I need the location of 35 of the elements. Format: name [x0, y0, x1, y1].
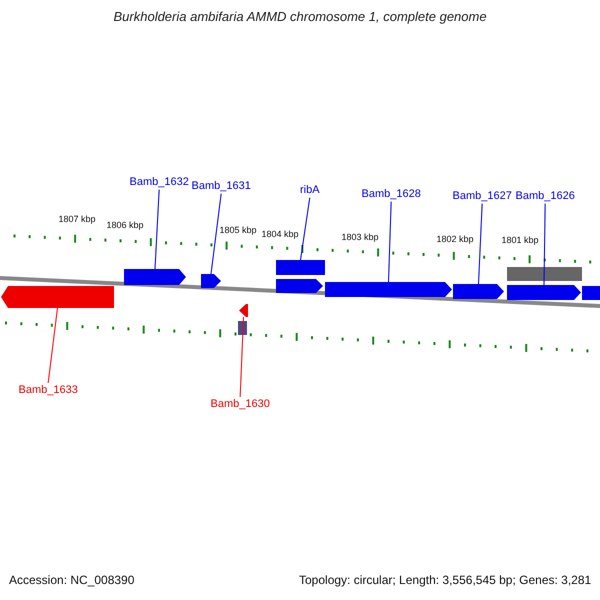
- tick-label: 1802 kbp: [436, 234, 474, 244]
- tick-label: 1807 kbp: [58, 214, 96, 224]
- tick-label: 1804 kbp: [262, 229, 299, 240]
- gene-feature: [453, 284, 504, 299]
- gene-label: Bamb_1631: [192, 180, 251, 193]
- gene-label: ribA: [300, 184, 320, 197]
- tick-label: 1806 kbp: [106, 220, 144, 230]
- gene-label: Bamb_1627: [452, 190, 512, 203]
- gene-label: Bamb_1633: [18, 384, 78, 397]
- leader-line: [388, 201, 392, 282]
- gene-label: Bamb_1632: [130, 176, 189, 189]
- genome-info-text: Topology: circular; Length: 3,556,545 bp; Genes: 3,281: [299, 574, 592, 588]
- leader-line: [210, 193, 222, 274]
- gene-feature: [239, 304, 248, 317]
- tick-label: 1805 kbp: [220, 225, 257, 236]
- gene-feature: [507, 285, 581, 300]
- gene-feature: [124, 269, 186, 285]
- tick-label: 1801 kbp: [502, 235, 539, 246]
- gene-feature: [582, 286, 600, 300]
- leader-line: [478, 203, 483, 284]
- gene-block: [276, 260, 325, 275]
- leader-line: [48, 308, 58, 384]
- gene-block: [507, 267, 582, 281]
- gene-label: Bamb_1628: [362, 188, 421, 201]
- leader-line: [300, 197, 310, 260]
- tick-label: 1803 kbp: [342, 232, 379, 242]
- accession-text: Accession: NC_008390: [9, 574, 134, 588]
- gene-label: Bamb_1626: [516, 190, 575, 203]
- gene-feature: [276, 279, 323, 293]
- leader-line: [154, 189, 160, 270]
- gene-feature: [201, 274, 221, 288]
- leader-line: [544, 203, 546, 286]
- title: Burkholderia ambifaria AMMD chromosome 1, complete genome: [114, 10, 487, 25]
- gene-label: Bamb_1630: [210, 398, 270, 411]
- gene-feature: [1, 286, 114, 308]
